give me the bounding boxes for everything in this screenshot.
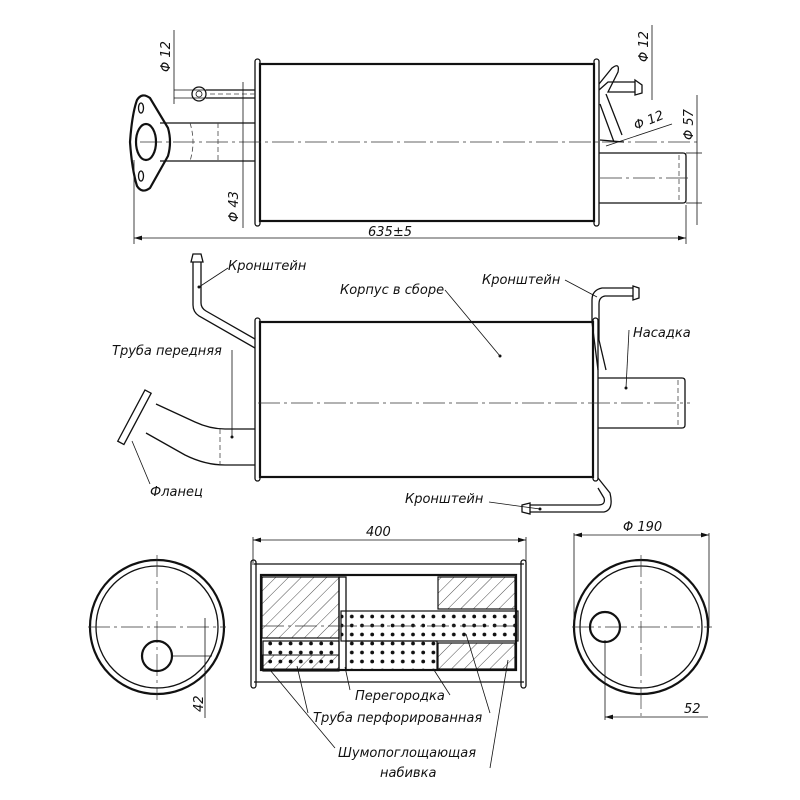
- dim-inlet-offset-text: 42: [192, 695, 207, 712]
- body-outline: [258, 62, 596, 223]
- flange-side: [116, 389, 153, 446]
- dim-outlet-offset-text: 52: [684, 702, 701, 717]
- baffle: [338, 576, 347, 671]
- bracket-bottom-side: [530, 477, 612, 513]
- label-front-pipe: Труба передняя: [112, 344, 222, 359]
- end-cap-right: [593, 58, 600, 227]
- side-view: Кронштейн Корпус в сборе Кронштейн Труба…: [112, 253, 691, 515]
- label-absorbent-1: Шумопоглощающая: [338, 746, 476, 761]
- leaders-section: [269, 633, 509, 769]
- label-bracket-bottom: Кронштейн: [405, 492, 484, 507]
- front-pipe: [160, 122, 255, 162]
- bracket-right-top: [598, 65, 635, 93]
- bracket-right-side-top: [591, 287, 633, 371]
- perforated-pipe-inlet: [262, 640, 340, 672]
- dim-bracket-left-text: Φ 12: [159, 41, 174, 72]
- leaders-side: [131, 267, 630, 511]
- dim-tailpipe-text: Φ 57: [682, 108, 697, 140]
- label-body-assembly: Корпус в сборе: [340, 283, 444, 298]
- body-side: [258, 320, 595, 479]
- dim-front-pipe-text: Φ 43: [227, 191, 242, 222]
- front-pipe-side: [145, 403, 255, 466]
- tip-side: [598, 377, 686, 429]
- dim-bracket-right-mid-text: Φ 12: [632, 108, 666, 133]
- dim-body-diameter-text: Φ 190: [623, 520, 662, 535]
- absorbent-fill: [261, 576, 340, 639]
- label-bracket-top-left: Кронштейн: [228, 259, 307, 274]
- bracket-left-side: [192, 262, 256, 349]
- flange-bore: [134, 122, 158, 162]
- label-flange: Фланец: [150, 485, 203, 500]
- label-bracket-top-right: Кронштейн: [482, 273, 561, 288]
- end-cap-left: [254, 58, 261, 227]
- dim-bracket-right-top-text: Φ 12: [637, 31, 652, 62]
- label-baffle: Перегородка: [355, 689, 445, 704]
- top-view: 635±5 Φ 12 Φ 43 Φ 12 Φ 12 Φ 57: [128, 25, 702, 244]
- end-view-inlet: 42: [88, 555, 226, 718]
- bracket-eye-left: [191, 86, 207, 102]
- label-absorbent-2: набивка: [380, 766, 436, 781]
- section-view: 400 Перегородка Труба перфорированная Шу…: [250, 525, 527, 781]
- dim-body-length-text: 400: [366, 525, 391, 540]
- flange: [128, 94, 172, 192]
- label-tip: Насадка: [633, 326, 691, 341]
- dim-overall-length-text: 635±5: [368, 225, 412, 240]
- end-view-outlet: Φ 190 52: [572, 520, 712, 720]
- label-perforated-pipe: Труба перфорированная: [313, 711, 482, 726]
